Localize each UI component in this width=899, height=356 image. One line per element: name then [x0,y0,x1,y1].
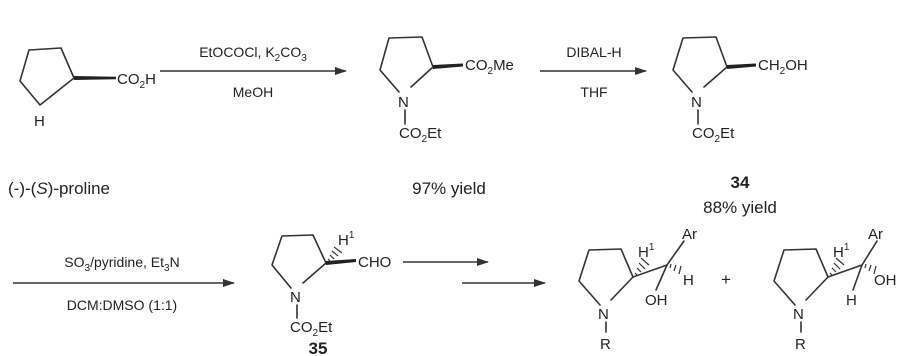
proline-nh-h: H [34,113,45,130]
product-b-ar-label: Ar [868,226,883,243]
aldehyde-compound-number: 35 [309,339,328,356]
step3-arrow-group: SO3/pyridine, Et3N DCM:DMSO (1:1) [13,254,235,313]
product-b-c-c-bond [827,264,863,278]
aldehyde-cho-label: CHO [358,254,391,271]
product-a-n: N [598,306,609,323]
product-a-structure: N R H1 Ar H OH [578,226,697,353]
product-a-c-c-bond [632,264,668,278]
product-b-h-bond [852,264,863,291]
alcohol-ch2oh-label: CH2OH [758,57,808,77]
ester-ring [379,36,434,93]
product-b-ring [773,248,829,306]
aldehyde-wedge-bond [326,259,356,265]
aldehyde-structure: N H1 CHO CO2Et 35 [271,230,391,356]
alcohol-yield: 88% yield [703,198,777,217]
proline-wedge-bond [74,76,116,80]
aldehyde-n: N [290,289,301,306]
product-b-hashed-h1-bond [829,257,845,276]
product-a-ar-label: Ar [682,226,697,243]
ester-yield: 97% yield [412,179,486,198]
alcohol-wedge-bond [727,63,756,69]
ester-n: N [398,94,409,111]
proline-caption: (-)-(S)-proline [8,179,110,198]
alcohol-co2et-label: CO2Et [692,125,735,145]
plus-sign: + [721,270,731,289]
aldehyde-hashed-h-bond [327,246,343,262]
proline-co2h-label: CO2H [117,71,156,91]
product-a-hashed-h-bond [669,263,682,275]
proline-structure: H CO2H (-)-(S)-proline [8,47,156,198]
step3-reagent: SO3/pyridine, Et3N [64,254,179,274]
product-b-h1-label: H1 [833,242,850,261]
ester-co2et-label: CO2Et [399,125,442,145]
aldehyde-co2et-label: CO2Et [290,319,333,339]
product-b-oh-label: OH [874,272,897,289]
product-b-hashed-oh-bond [864,263,877,275]
ester-co2me-label: CO2Me [465,57,514,77]
proline-ring [19,47,75,106]
step2-reagent: DIBAL-H [566,44,621,60]
step2-arrow-group: DIBAL-H THF [540,44,647,100]
step3-solvent: DCM:DMSO (1:1) [67,297,177,313]
alcohol-ring [672,36,728,93]
product-a-ring [578,248,634,306]
product-a-hashed-h1-bond [634,257,650,276]
aldehyde-h1-label: H1 [338,230,355,249]
product-a-oh-bond [655,264,668,291]
step2-solvent: THF [580,84,607,100]
multistep-arrows [403,258,546,287]
product-b-ar-bond [861,240,878,266]
product-b-structure: N R H1 Ar OH H [773,226,897,353]
step1-arrow-group: EtOCOCl, K2CO3 MeOH [160,44,347,100]
ester-wedge-bond [433,63,463,69]
product-a-oh-label: OH [645,292,668,309]
product-a-r: R [600,336,611,353]
alcohol-structure: N CH2OH CO2Et 34 88% yield [672,36,808,217]
product-b-r: R [795,336,806,353]
step1-solvent: MeOH [233,84,273,100]
product-a-h-label: H [683,272,694,289]
step1-reagent: EtOCOCl, K2CO3 [199,44,307,64]
alcohol-n: N [691,94,702,111]
product-a-ar-bond [666,240,685,266]
ester-structure: N CO2Me CO2Et 97% yield [379,36,514,198]
product-a-h1-label: H1 [638,242,655,261]
product-b-h-label: H [846,292,857,309]
product-b-n: N [793,306,804,323]
alcohol-compound-number: 34 [731,173,750,192]
aldehyde-ring [271,234,327,289]
